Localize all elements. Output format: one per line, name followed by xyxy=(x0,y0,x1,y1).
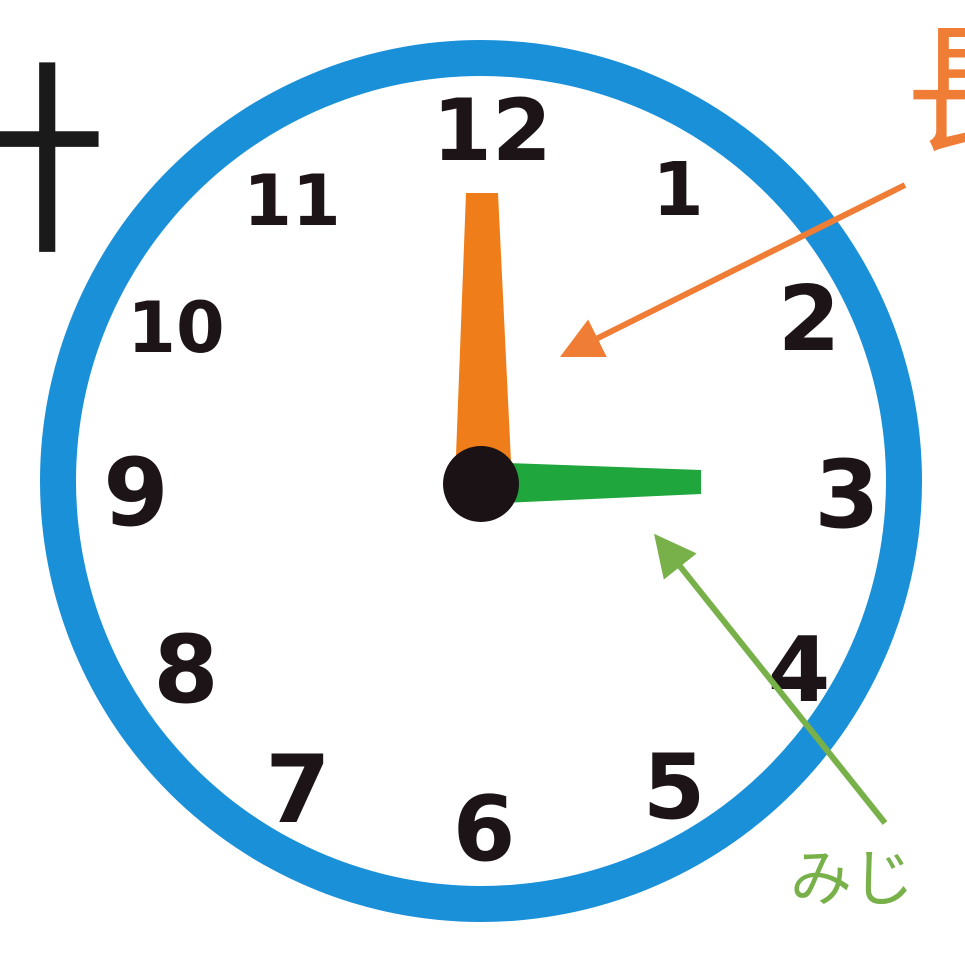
clock-number-6: 6 xyxy=(453,777,516,882)
clock: 12 1 2 3 4 5 6 7 8 9 10 11 xyxy=(40,40,922,922)
clock-number-5: 5 xyxy=(643,735,706,840)
clock-number-10: 10 xyxy=(127,287,224,369)
clock-number-3: 3 xyxy=(814,441,879,550)
short-hand-label: みじ xyxy=(790,842,914,915)
clock-number-8: 8 xyxy=(153,616,218,725)
long-hand-label: 長 xyxy=(906,11,965,174)
clock-number-1: 1 xyxy=(652,147,704,233)
clock-number-11: 11 xyxy=(243,160,340,242)
clock-number-12: 12 xyxy=(432,81,552,181)
title-kanji: 計 xyxy=(0,40,108,285)
clock-number-4: 4 xyxy=(768,618,831,723)
clock-number-7: 7 xyxy=(265,736,330,845)
clock-number-9: 9 xyxy=(103,439,168,548)
clock-center xyxy=(443,446,519,522)
clock-number-2: 2 xyxy=(778,267,841,372)
